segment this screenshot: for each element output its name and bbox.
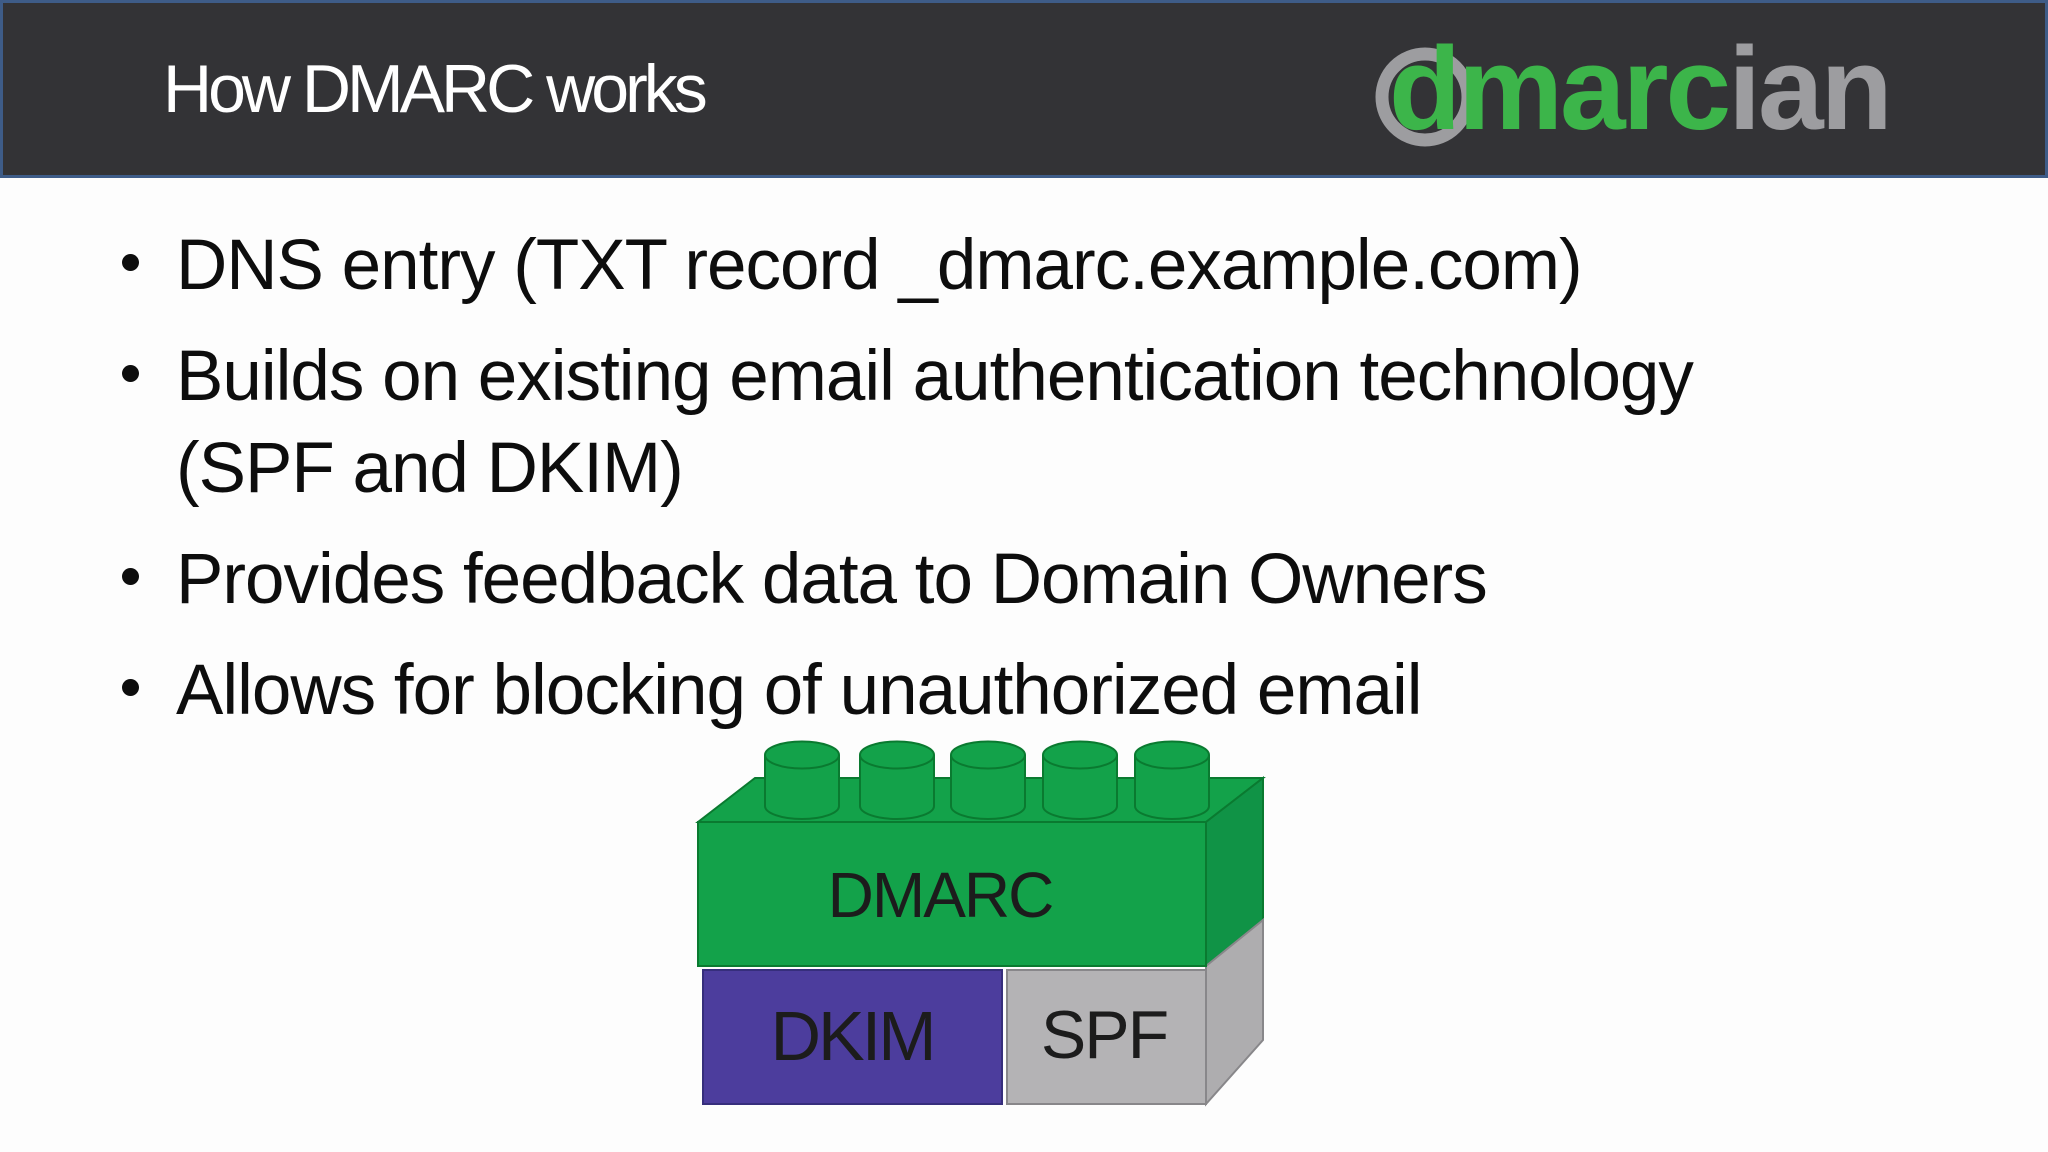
bullet-item-builds: Builds on existing email authentication … (122, 331, 1956, 515)
logo-wordmark: dmarcian (1389, 23, 1890, 155)
stud-icon (1134, 755, 1210, 820)
stud-icon (764, 755, 840, 820)
stud-top-icon (859, 740, 935, 770)
spf-brick-front-face (1006, 969, 1207, 1105)
logo-text-green: dmarc (1389, 23, 1729, 155)
stud-icon (950, 755, 1026, 820)
lego-brick-diagram: DMARC DKIM SPF (695, 740, 1266, 1107)
stud-top-icon (950, 740, 1026, 770)
bullet-list: DNS entry (TXT record _dmarc.example.com… (0, 220, 2048, 737)
stud-icon (1042, 755, 1118, 820)
slide-body: DNS entry (TXT record _dmarc.example.com… (0, 178, 2048, 756)
bullet-item-feedback: Provides feedback data to Domain Owners (122, 534, 1956, 626)
dmarc-brick-label: DMARC (828, 859, 1053, 931)
spf-brick-label: SPF (1041, 997, 1167, 1073)
stud-icon (859, 755, 935, 820)
stud-top-icon (1042, 740, 1118, 770)
lego-studs (764, 740, 1210, 820)
dmarc-brick-front-face (697, 821, 1207, 967)
dkim-brick-label: DKIM (771, 997, 934, 1075)
bullet-item-blocking: Allows for blocking of unauthorized emai… (122, 645, 1956, 737)
stud-top-icon (1134, 740, 1210, 770)
dkim-brick-front-face (702, 969, 1003, 1105)
slide-header: How DMARC works dmarcian (0, 0, 2048, 178)
bullet-item-dns: DNS entry (TXT record _dmarc.example.com… (122, 220, 1956, 312)
slide-title: How DMARC works (163, 51, 708, 127)
logo-text-gray: ian (1728, 23, 1890, 155)
dmarcian-logo: dmarcian (1375, 23, 1893, 155)
stud-top-icon (764, 740, 840, 770)
logo-at-ring-icon (1375, 47, 1475, 147)
